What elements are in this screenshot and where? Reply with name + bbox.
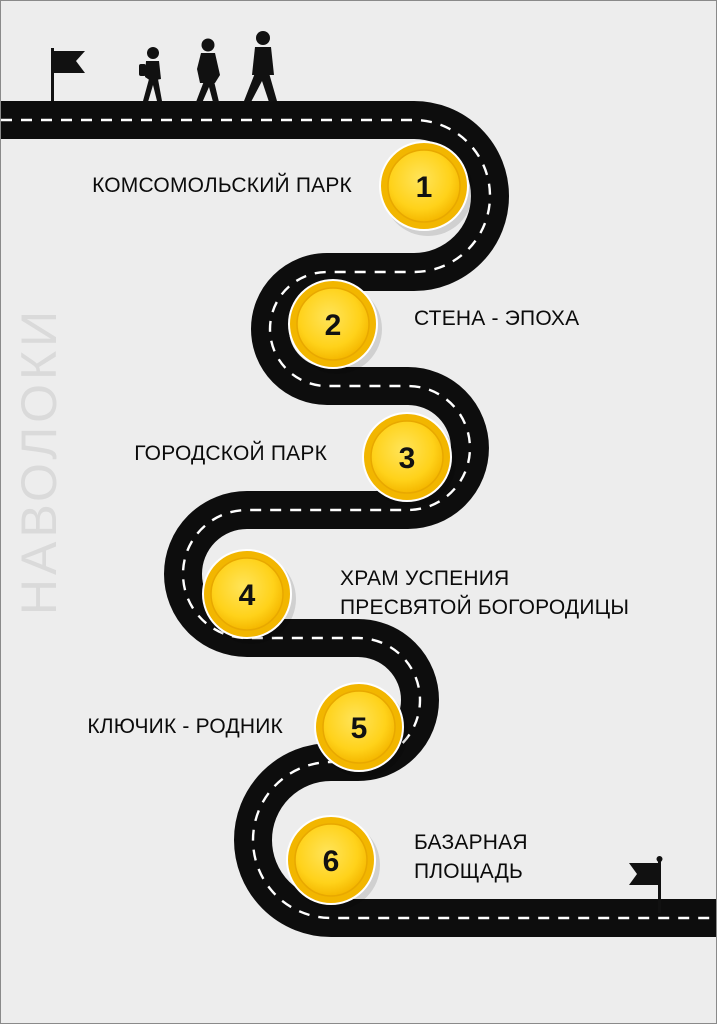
woman-walker-icon bbox=[196, 38, 220, 103]
stop-marker-1: 1 bbox=[379, 141, 473, 236]
man-walker-icon bbox=[244, 31, 277, 102]
stop-number-4: 4 bbox=[239, 579, 256, 612]
stop-label-6: БАЗАРНАЯ ПЛОЩАДЬ bbox=[414, 831, 528, 883]
child-walker-icon bbox=[139, 47, 162, 102]
stop-number-3: 3 bbox=[399, 442, 416, 475]
stop-marker-6: 6 bbox=[286, 815, 380, 910]
vertical-title: НАВОЛОКИ bbox=[11, 306, 67, 616]
stop-label-5: КЛЮЧИК - РОДНИК bbox=[87, 715, 283, 738]
stop-number-6: 6 bbox=[323, 845, 340, 878]
stop-number-1: 1 bbox=[416, 171, 433, 204]
stop-label-4: ХРАМ УСПЕНИЯ ПРЕСВЯТОЙ БОГОРОДИЦЫ bbox=[340, 567, 630, 619]
road bbox=[1, 101, 716, 937]
stop-label-3: ГОРОДСКОЙ ПАРК bbox=[134, 442, 327, 465]
stop-marker-3: 3 bbox=[362, 412, 456, 507]
stop-marker-4: 4 bbox=[202, 549, 296, 644]
stop-label-1: КОМСОМОЛЬСКИЙ ПАРК bbox=[92, 174, 352, 197]
stop-label-2: СТЕНА - ЭПОХА bbox=[414, 307, 580, 330]
start-flag-icon bbox=[51, 48, 85, 101]
road-center-line bbox=[1, 118, 716, 920]
finish-flag-icon bbox=[629, 856, 663, 913]
stop-marker-2: 2 bbox=[288, 279, 382, 374]
stop-markers: 1 2 3 4 5 6 bbox=[202, 141, 473, 910]
stop-marker-5: 5 bbox=[314, 682, 408, 777]
stop-number-2: 2 bbox=[325, 309, 342, 342]
stop-number-5: 5 bbox=[351, 712, 368, 745]
